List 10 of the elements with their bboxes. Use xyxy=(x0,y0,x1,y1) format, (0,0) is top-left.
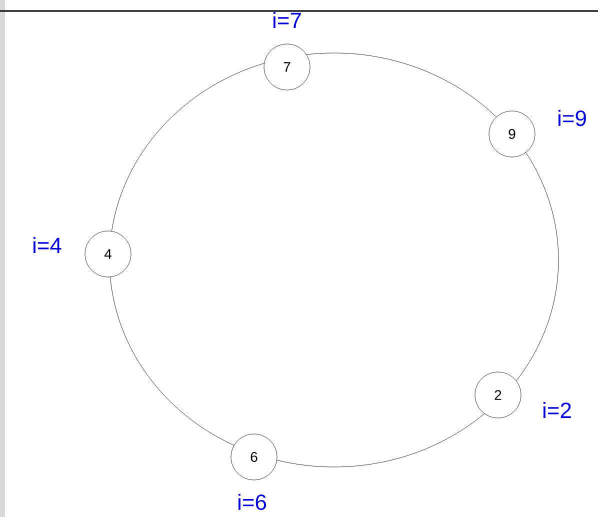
index-label: i=9 xyxy=(558,110,586,126)
ring-arc xyxy=(111,63,265,232)
ring-arc xyxy=(276,413,485,468)
index-label: i=7 xyxy=(274,12,301,28)
ring-arc xyxy=(516,152,559,382)
index-label: i=4 xyxy=(34,237,62,253)
index-label: i=2 xyxy=(543,402,571,418)
ring-arc xyxy=(306,52,497,118)
index-label: i=6 xyxy=(238,494,266,510)
ring-arc xyxy=(110,276,234,446)
